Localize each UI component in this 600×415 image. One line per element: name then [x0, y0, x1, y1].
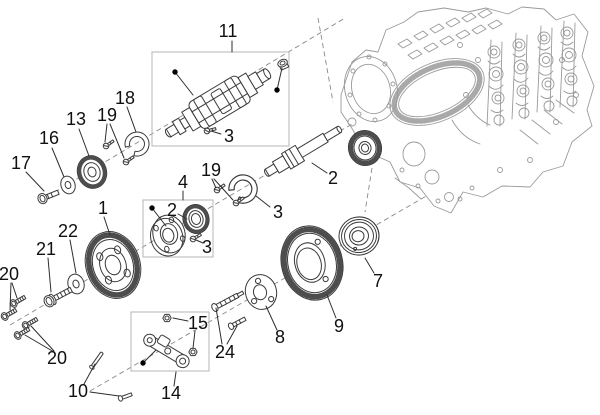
callout-label-7: 7 — [372, 271, 384, 291]
callout-leader-line — [103, 216, 111, 236]
exploded-parts — [0, 58, 383, 402]
callout-leader-line — [30, 325, 55, 352]
callout-leader-line — [215, 307, 223, 345]
callout-label-14: 14 — [160, 383, 182, 403]
callout-leader-line — [89, 391, 120, 397]
detail-frame — [151, 51, 290, 147]
callout-label-20: 20 — [0, 264, 20, 284]
callout-label-19: 19 — [200, 160, 222, 180]
callout-leader-line — [78, 128, 90, 157]
bolt-21-drawing — [43, 286, 73, 308]
callout-leader-line — [126, 106, 137, 133]
camshaft-gear-small-drawing — [76, 155, 108, 189]
callout-leader-line — [24, 334, 55, 353]
bolt-24-long-drawing — [211, 290, 245, 312]
callout-leader-line — [172, 317, 189, 322]
callout-leader-line — [213, 178, 234, 201]
chain-tensioner-drawing — [143, 333, 190, 369]
callout-label-24: 24 — [214, 342, 236, 362]
dot-leader-line — [142, 349, 157, 364]
callout-leader-line — [69, 239, 77, 274]
callout-leader-line — [211, 178, 217, 189]
callout-leader-line — [109, 123, 125, 159]
reference-dot — [172, 69, 178, 75]
callout-leader-line — [255, 195, 271, 208]
callout-leader-line — [25, 171, 45, 192]
axis-line — [364, 167, 373, 213]
callout-leader-line — [11, 282, 18, 299]
callout-label-10: 10 — [67, 381, 89, 401]
engine-sprocket-drawing — [347, 130, 383, 166]
callout-label-19: 19 — [96, 105, 118, 125]
reference-dot — [140, 360, 146, 366]
callout-leader-line — [326, 294, 337, 319]
dot-leader-line — [276, 67, 283, 91]
retainer-plate-drawing — [244, 274, 278, 310]
washer-16-drawing — [60, 175, 76, 195]
callout-label-13: 13 — [65, 109, 87, 129]
hub-7-drawing — [338, 216, 380, 256]
callout-label-3: 3 — [223, 126, 235, 146]
callout-leader-line — [177, 213, 188, 220]
callout-label-17: 17 — [10, 153, 32, 173]
callout-leader-line — [195, 239, 204, 244]
callout-leader-line — [47, 257, 52, 293]
axis-line — [317, 17, 334, 103]
callout-label-18: 18 — [114, 88, 136, 108]
callout-label-2: 2 — [166, 200, 178, 220]
ring-gear-drawing — [182, 204, 210, 234]
washer-22-drawing — [67, 273, 85, 295]
detail-frame — [142, 199, 214, 258]
driven-gear-9-drawing — [280, 225, 344, 301]
half-ring-18-drawing — [123, 130, 151, 158]
callout-leader-line — [51, 147, 65, 178]
callout-label-16: 16 — [38, 128, 60, 148]
callout-label-22: 22 — [57, 221, 79, 241]
callout-label-11: 11 — [218, 21, 238, 41]
bolt-17-drawing — [37, 189, 60, 205]
bolt-24-short-drawing — [227, 316, 247, 330]
callout-leader-line — [9, 282, 12, 311]
reference-dot — [274, 87, 280, 93]
callout-leader-line — [104, 123, 108, 143]
callout-leader-line — [364, 257, 375, 274]
camshaft-assembly-drawing — [164, 68, 272, 138]
callout-label-1: 1 — [97, 198, 109, 218]
callout-label-3: 3 — [272, 202, 284, 222]
detail-frame — [130, 311, 210, 372]
callout-label-21: 21 — [35, 239, 57, 259]
timing-gear-1-drawing — [84, 231, 142, 299]
callout-leader-line — [210, 130, 222, 135]
callout-leader-line — [173, 371, 177, 387]
callout-leader-line — [226, 325, 238, 345]
callout-leader-line — [311, 162, 328, 174]
reference-dot — [149, 205, 155, 211]
screw-10-drawing — [117, 392, 133, 402]
pin-10-drawing — [89, 351, 104, 370]
callout-leader-line — [83, 363, 96, 385]
callout-label-4: 4 — [177, 172, 189, 192]
callout-label-20: 20 — [46, 348, 68, 368]
callout-leader-line — [265, 305, 278, 331]
callout-label-15: 15 — [187, 313, 209, 333]
engine-block-illustration — [340, 6, 595, 214]
dot-leader-line — [151, 207, 167, 227]
camshaft-plug-drawing — [277, 58, 290, 71]
callout-leader-line — [192, 330, 196, 349]
callout-label-9: 9 — [333, 316, 345, 336]
dot-leader-line — [174, 71, 194, 96]
callout-label-8: 8 — [274, 327, 286, 347]
callout-label-3: 3 — [201, 237, 213, 257]
countershaft-drawing — [263, 125, 343, 177]
callout-label-2: 2 — [327, 168, 339, 188]
hub-flange-drawing — [150, 214, 186, 257]
